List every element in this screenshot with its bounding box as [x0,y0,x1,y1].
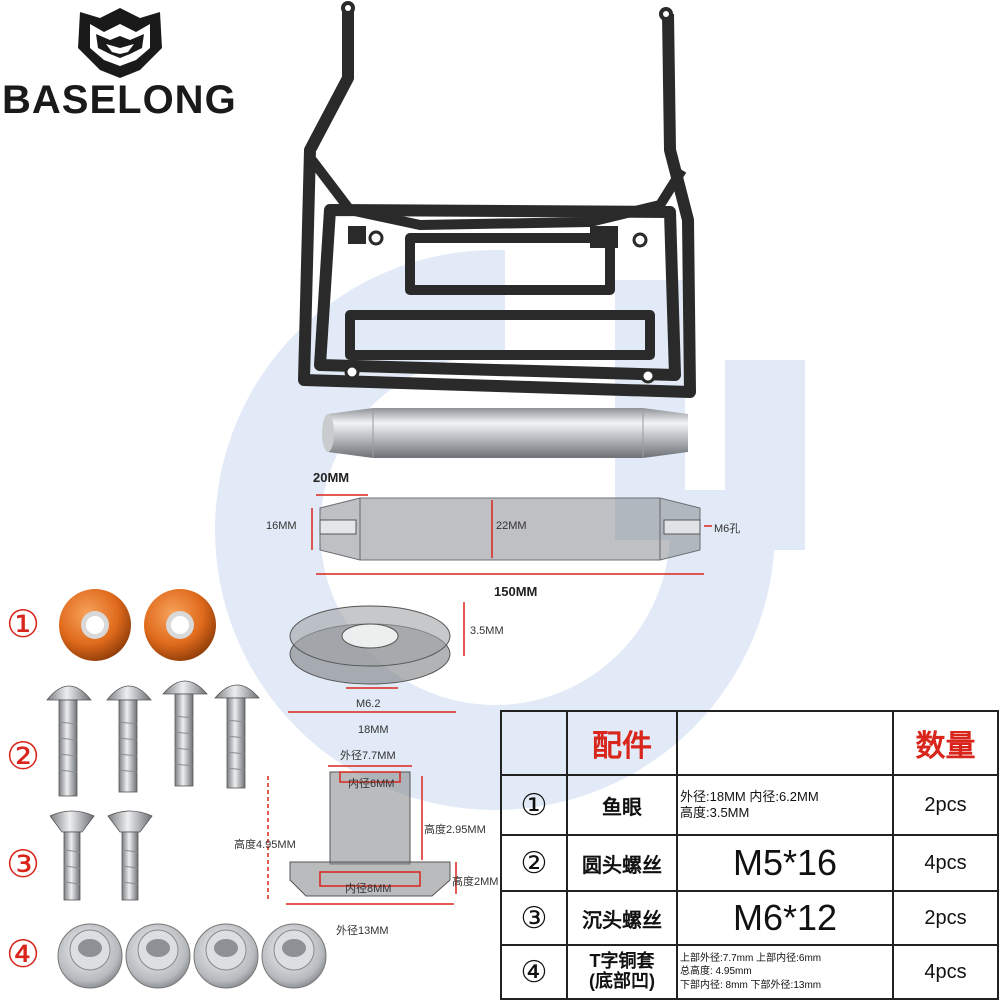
row-spec: M5*16 [676,834,894,892]
bushing-bottom-inner-label: 内径8MM [345,883,392,895]
row-number: ④ [500,944,568,1000]
countersunk-screws-render [50,810,153,901]
marker-4: ④ [6,932,41,976]
row-qty: 4pcs [892,834,999,892]
pipe-hole-label: M6孔 [714,523,741,535]
table-header-row: 配件 数量 [500,710,999,776]
marker-1: ① [6,602,41,646]
row-name: 鱼眼 [566,774,678,836]
marker-2: ② [6,734,41,778]
header-blank-cell [500,710,568,776]
header-spec-cell [676,710,894,776]
round-head-screws-render [46,680,260,797]
washer-outer-label: 18MM [358,724,389,736]
bushing-bottom-height-label: 高度2MM [452,876,499,888]
row-spec: 外径:18MM 内径:6.2MM 高度:3.5MM [676,774,894,836]
name-line: (底部凹) [589,971,655,991]
spec-line: 高度:3.5MM [680,805,750,820]
row-spec: 上部外径:7.7mm 上部内径:6mm 总高度: 4.95mm 下部内径: 8m… [676,944,894,1000]
pipe-dimension-drawing [311,494,712,575]
header-qty-cell: 数量 [892,710,999,776]
bushing-dimension-drawing [267,765,457,905]
brand-emblem-icon [78,8,162,78]
table-row: ① 鱼眼 外径:18MM 内径:6.2MM 高度:3.5MM 2pcs [500,774,999,836]
bushing-bottom-outer-label: 外径13MM [336,925,389,937]
table-row: ② 圆头螺丝 M5*16 4pcs [500,834,999,892]
spec-line: 外径:18MM 内径:6.2MM [680,788,819,804]
washer-inner-label: M6.2 [356,698,381,710]
row-number: ① [500,774,568,836]
t-bushings-render [57,923,327,989]
row-qty: 4pcs [892,944,999,1000]
marker-3: ③ [6,842,41,886]
spec-line: 上部外径:7.7mm 上部内径:6mm [680,952,822,964]
pipe-end-diameter-label: 16MM [266,520,297,532]
bushing-top-height-label: 高度2.95MM [424,824,486,836]
row-name: 沉头螺丝 [566,890,678,946]
brand-name: BASELONG [2,78,237,122]
row-number: ③ [500,890,568,946]
washer-dimension-drawing [288,602,465,713]
spacer-pipe-render [322,408,688,458]
table-row: ④ T字铜套 (底部凹) 上部外径:7.7mm 上部内径:6mm 总高度: 4.… [500,944,999,1000]
spec-line: 下部内径: 8mm 下部外径:13mm [680,979,822,991]
parts-table: 配件 数量 ① 鱼眼 外径:18MM 内径:6.2MM 高度:3.5MM 2pc… [500,710,999,1000]
row-name: T字铜套 (底部凹) [566,944,678,1000]
bushing-top-outer-label: 外径7.7MM [340,750,396,762]
pipe-total-label: 150MM [494,584,538,599]
pipe-length-label: 20MM [313,470,350,485]
row-qty: 2pcs [892,774,999,836]
spec-line: 总高度: 4.95mm [680,966,752,978]
pipe-center-diameter-label: 22MM [496,520,527,532]
row-name: 圆头螺丝 [566,834,678,892]
name-line: T字铜套 [589,951,655,972]
bushing-total-height-label: 高度4.95MM [234,839,296,851]
washer-height-label: 3.5MM [470,625,504,637]
row-spec: M6*12 [676,890,894,946]
header-name-cell: 配件 [566,710,678,776]
table-row: ③ 沉头螺丝 M6*12 2pcs [500,890,999,946]
row-number: ② [500,834,568,892]
license-plate-bracket [298,1,696,398]
row-qty: 2pcs [892,890,999,946]
bushing-top-inner-label: 内径6MM [348,778,395,790]
orange-washers-render [59,589,216,661]
